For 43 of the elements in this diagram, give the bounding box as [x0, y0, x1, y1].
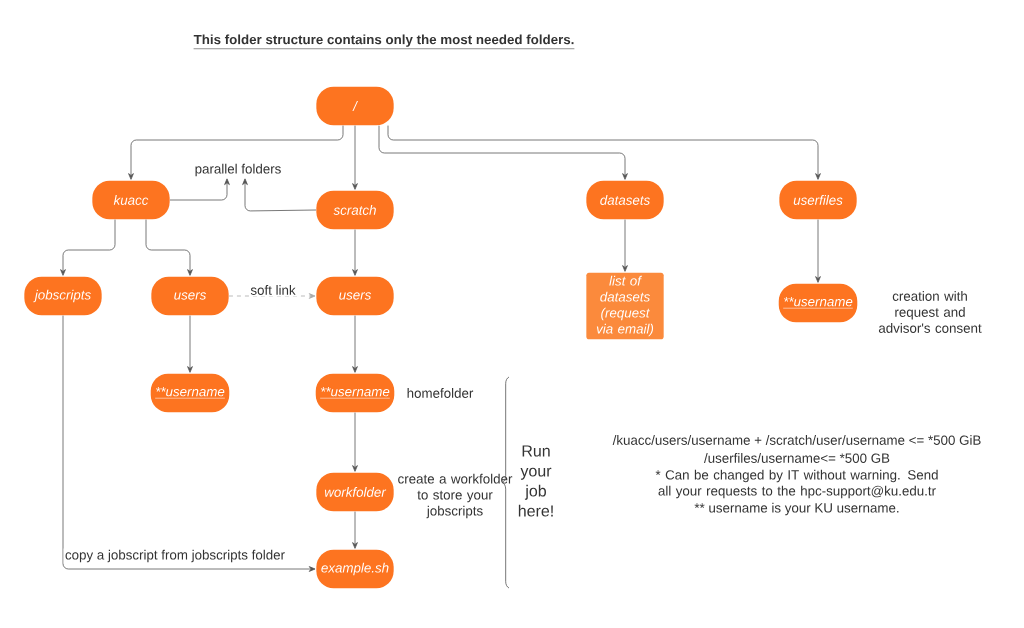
title: This folder structure contains only the most needed folders.	[193, 34, 575, 49]
arrow	[128, 125, 344, 180]
folder-box: userfiles	[779, 180, 857, 220]
folder-box: jobscripts	[24, 276, 102, 316]
folder-box: kuacc	[92, 180, 170, 220]
arrow	[352, 315, 358, 373]
note-text: Run your job here!	[518, 445, 553, 517]
note-text: * Can be changed by IT without warning. Send all your requests to the hpc-support@ku.edu.tr	[655, 469, 938, 499]
arrow	[815, 219, 821, 283]
arrow	[352, 511, 358, 549]
edge-label: copy a jobscript from jobscripts folder	[63, 548, 287, 564]
note-text: /kuacc/users/username + /scratch/user/username <= *500 GiB	[612, 435, 981, 445]
arrow	[228, 293, 316, 299]
note-text: homefolder	[407, 388, 474, 398]
arrow	[352, 229, 358, 276]
arrow	[352, 412, 358, 472]
folder-box: /	[316, 86, 394, 126]
node-text: parallel folders	[195, 163, 281, 177]
folder-box: users	[316, 276, 394, 316]
note-text: ** username is your KU username.	[694, 502, 899, 516]
note-text: create a workfolder to store your jobscripts	[398, 473, 513, 519]
edge-label: soft link	[249, 283, 297, 297]
arrow	[242, 178, 317, 212]
folder-box: workfolder	[316, 472, 394, 512]
folder-box: **username	[150, 373, 230, 413]
folder-box: **username	[778, 283, 858, 323]
arrow	[187, 315, 193, 373]
arrow	[62, 315, 316, 572]
arrow	[387, 125, 821, 180]
list-box: list of datasets (request via email)	[586, 272, 664, 340]
note-text: /userfiles/username<= *500 GB	[704, 453, 890, 463]
folder-box: users	[151, 276, 229, 316]
arrow	[352, 125, 358, 190]
arrow	[145, 219, 193, 276]
arrow	[169, 178, 230, 201]
arrow	[378, 125, 628, 180]
folder-box: **username	[315, 373, 395, 413]
folder-box: scratch	[316, 190, 394, 230]
folder-box: example.sh	[316, 549, 394, 589]
arrow	[622, 219, 628, 272]
folder-box: datasets	[586, 180, 664, 220]
note-text: creation with request and advisor's consent	[878, 291, 982, 333]
arrow	[60, 219, 116, 276]
